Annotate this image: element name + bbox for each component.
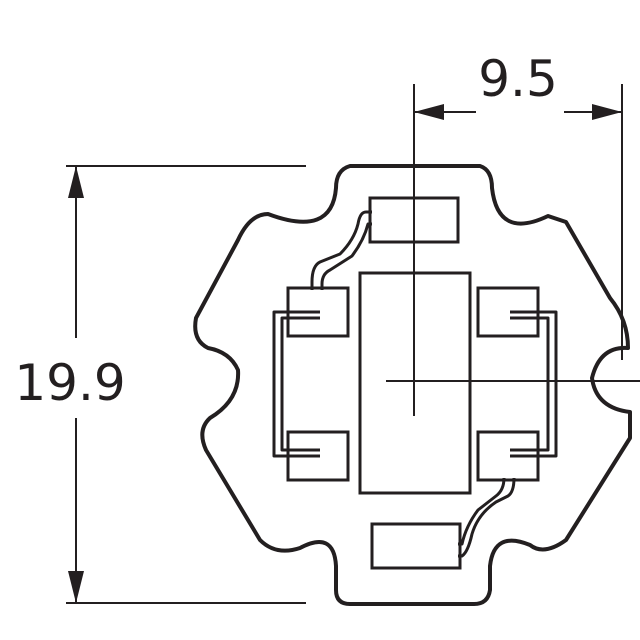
left-bracket-trace [272, 310, 320, 458]
bottom-lead-trace [458, 477, 516, 558]
right-bracket-trace [510, 310, 558, 458]
left-inner-trace [280, 316, 320, 452]
bottom-connector-pad [370, 522, 462, 570]
board-outline [193, 164, 632, 606]
height-arrow-top [68, 166, 84, 198]
height-arrow-bottom [68, 571, 84, 603]
bottom-lead-trace-inner [458, 477, 506, 546]
offset-dimension-label: 9.5 [478, 50, 558, 108]
height-dimension-label: 19.9 [14, 354, 125, 412]
top-lead-trace [310, 210, 372, 290]
right-inner-trace [510, 316, 550, 452]
width-arrow-left [414, 104, 444, 120]
top-lead-trace-inner [320, 222, 372, 290]
width-arrow-right [592, 104, 622, 120]
